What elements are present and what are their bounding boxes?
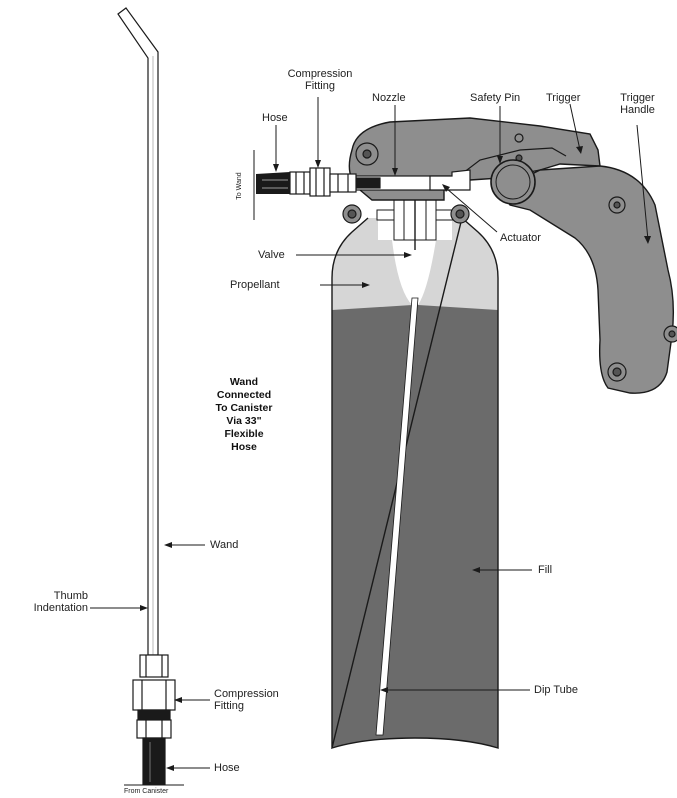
- label-propellant: Propellant: [230, 279, 280, 291]
- label-fill: Fill: [538, 564, 553, 576]
- label-trigger-handle: Trigger Handle: [610, 92, 665, 116]
- label-to-wand: To Wand: [236, 172, 243, 200]
- label-from-canister: From Canister: [124, 788, 169, 795]
- label-hose-bottom: Hose: [214, 762, 240, 774]
- top-compression-fitting: [289, 167, 357, 197]
- label-line: Fitting: [214, 700, 244, 712]
- label-compression-fitting-top: Compression Fitting: [270, 68, 370, 92]
- label-line: Indentation: [33, 602, 88, 614]
- label-safety-pin: Safety Pin: [470, 92, 521, 104]
- label-line: Via 33": [226, 415, 262, 427]
- leader-lines: [90, 97, 651, 771]
- label-wand-note: Wand Connected To Canister Via 33" Flexi…: [200, 376, 288, 454]
- label-hose-top: Hose: [262, 112, 288, 124]
- label-compression-fitting-bottom: Compression Fitting: [214, 688, 279, 712]
- label-line: Wand: [229, 376, 259, 388]
- label-line: Connected: [216, 389, 272, 401]
- label-line: Compression: [287, 68, 353, 80]
- label-line: Thumb: [53, 590, 88, 602]
- label-line: Trigger: [620, 92, 655, 104]
- label-line: Handle: [620, 104, 655, 116]
- label-thumb-indentation: Thumb Indentation: [10, 590, 88, 614]
- wand: [117, 7, 159, 656]
- label-wand: Wand: [210, 539, 239, 551]
- label-line: Hose: [231, 441, 257, 453]
- wand-bottom-fitting: [124, 654, 184, 786]
- safety-pin-ring: [490, 159, 536, 205]
- title-fragment: [293, 0, 315, 6]
- nozzle-actuator: [355, 169, 471, 191]
- gun-bolts: [342, 133, 677, 382]
- label-trigger: Trigger: [546, 92, 581, 104]
- label-line: To Canister: [215, 402, 273, 414]
- top-hose: [253, 150, 290, 220]
- label-nozzle: Nozzle: [372, 92, 406, 104]
- label-line: Fitting: [305, 80, 335, 92]
- label-actuator: Actuator: [500, 232, 541, 244]
- canister: [331, 180, 499, 750]
- label-line: Flexible: [224, 428, 264, 440]
- label-dip-tube: Dip Tube: [534, 684, 579, 696]
- label-line: Compression: [214, 688, 279, 700]
- label-valve: Valve: [258, 249, 285, 261]
